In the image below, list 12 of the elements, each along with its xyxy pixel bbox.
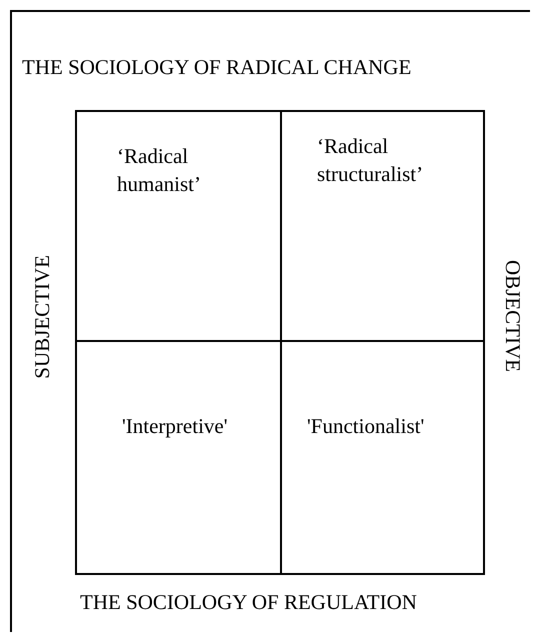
axis-label: THE SOCIOLOGY OF REGULATION	[80, 590, 417, 615]
axis-label: SUBJECTIVE	[30, 255, 55, 379]
quadrant-label: 'Interpretive'	[122, 413, 228, 440]
quadrant-label: ‘Radical humanist’	[117, 143, 202, 198]
axis-label: OBJECTIVE	[500, 260, 525, 372]
axis-label: THE SOCIOLOGY OF RADICAL CHANGE	[22, 55, 412, 80]
matrix-quadrant	[280, 110, 485, 342]
quadrant-label: 'Functionalist'	[307, 413, 424, 440]
quadrant-label: ‘Radical structuralist’	[317, 133, 424, 188]
matrix-quadrant	[75, 110, 282, 342]
matrix-quadrant	[75, 340, 282, 575]
matrix-quadrant	[280, 340, 485, 575]
